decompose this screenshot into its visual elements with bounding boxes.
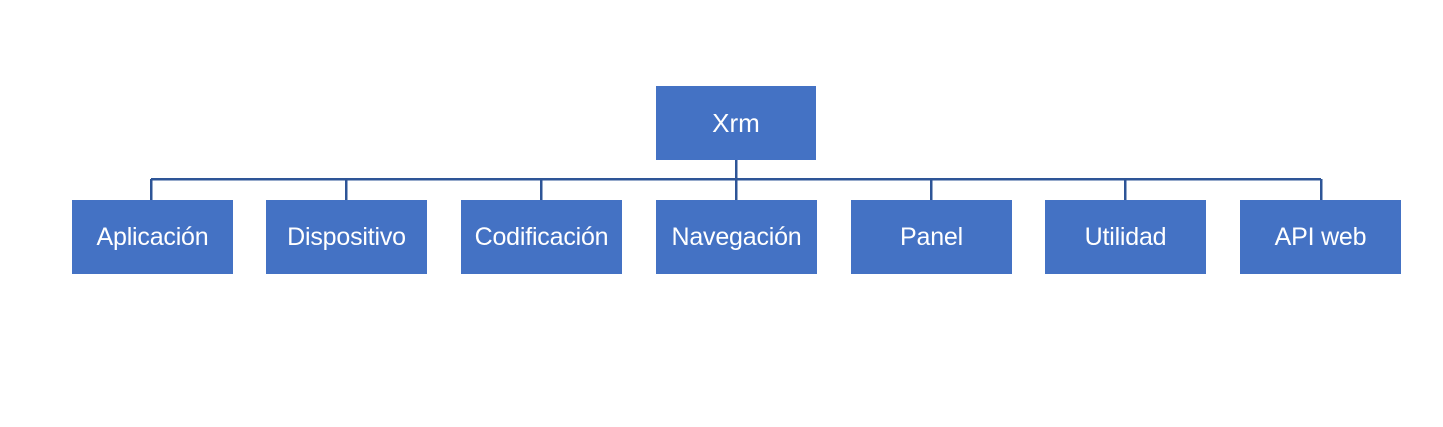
node-api-web[interactable]: API web xyxy=(1240,200,1401,274)
node-codificacion-label: Codificación xyxy=(474,222,609,251)
node-root-label: Xrm xyxy=(712,108,760,138)
node-dispositivo[interactable]: Dispositivo xyxy=(266,200,427,274)
node-aplicacion[interactable]: Aplicación xyxy=(72,200,233,274)
node-panel[interactable]: Panel xyxy=(851,200,1012,274)
node-aplicacion-label: Aplicación xyxy=(96,222,209,251)
node-utilidad[interactable]: Utilidad xyxy=(1045,200,1206,274)
node-codificacion[interactable]: Codificación xyxy=(461,200,622,274)
node-api-web-label: API web xyxy=(1274,222,1367,251)
node-panel-label: Panel xyxy=(900,222,963,251)
node-navegacion[interactable]: Navegación xyxy=(656,200,817,274)
node-utilidad-label: Utilidad xyxy=(1084,222,1167,251)
node-navegacion-label: Navegación xyxy=(671,222,802,251)
node-dispositivo-label: Dispositivo xyxy=(287,222,406,251)
node-root-xrm[interactable]: Xrm xyxy=(656,86,816,160)
